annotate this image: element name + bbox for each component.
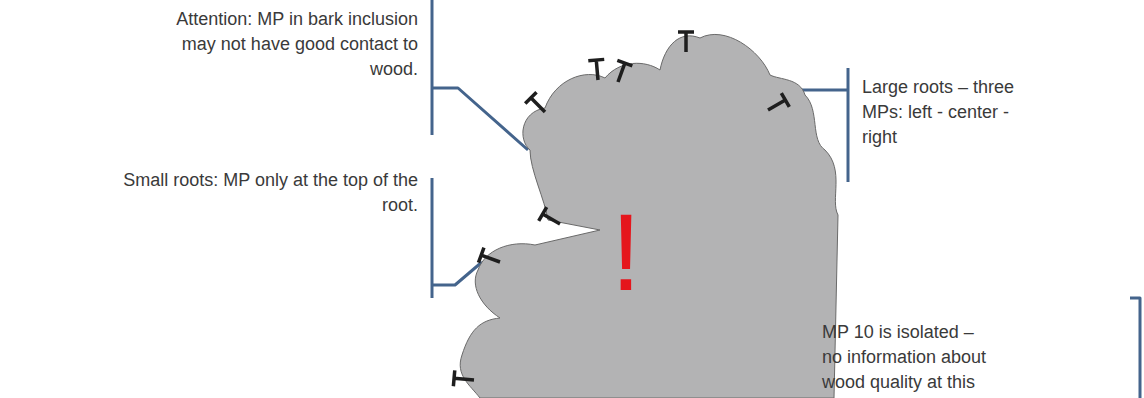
measuring-point bbox=[678, 32, 694, 52]
measuring-point bbox=[525, 92, 550, 117]
measuring-point bbox=[610, 60, 632, 84]
bracket-line bbox=[1130, 298, 1140, 398]
leader-line bbox=[432, 88, 528, 150]
callout-note: Large roots – three MPs: left - center -… bbox=[862, 75, 1027, 150]
bracket-line bbox=[431, 178, 434, 298]
callout-note: MP 10 is isolated – no information about… bbox=[822, 320, 994, 395]
measuring-point bbox=[478, 248, 502, 270]
measuring-point bbox=[588, 59, 606, 80]
trunk-outline bbox=[450, 0, 850, 398]
trunk-shape bbox=[460, 34, 838, 398]
leader-line bbox=[432, 262, 482, 285]
bracket-line bbox=[431, 0, 434, 135]
measuring-point bbox=[539, 207, 564, 231]
trunk-cross-section: ! bbox=[450, 0, 850, 398]
callout-note: Small roots: MP only at the top of the r… bbox=[123, 168, 418, 218]
measuring-point bbox=[453, 370, 474, 388]
measuring-point bbox=[764, 93, 789, 117]
callout-note: Attention: MP in bark inclusion may not … bbox=[146, 7, 418, 82]
warning-mark: ! bbox=[600, 197, 652, 307]
bracket-line bbox=[847, 68, 850, 182]
